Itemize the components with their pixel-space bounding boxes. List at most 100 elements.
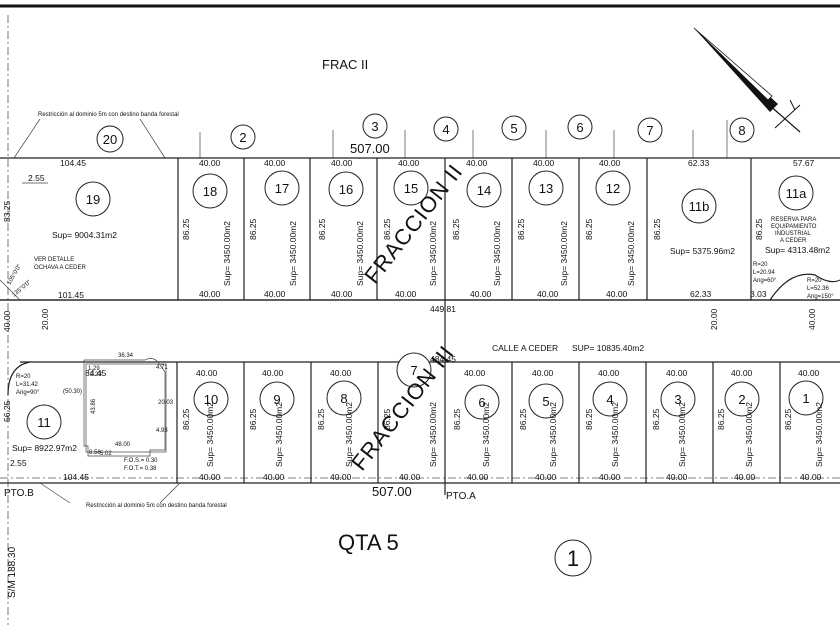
lot-19-number: 19 (86, 192, 100, 207)
svg-text:40.00: 40.00 (199, 289, 221, 299)
svg-text:1: 1 (567, 546, 579, 571)
svg-text:12: 12 (606, 181, 620, 196)
lot-4[interactable]: 40.00 40.00 86.25 4 Sup= 3450.00m2 (584, 362, 647, 483)
svg-text:62.33: 62.33 (690, 289, 712, 299)
svg-text:4: 4 (606, 392, 613, 407)
svg-text:40.00: 40.00 (196, 368, 218, 378)
svg-text:86.25: 86.25 (248, 218, 258, 240)
svg-text:R=20: R=20 (753, 262, 768, 268)
svg-text:5: 5 (542, 394, 549, 409)
lot-1[interactable]: 40.00 40.00 86.25 1 Sup= 3450.00m2 (783, 368, 824, 482)
svg-text:20.00: 20.00 (40, 308, 50, 330)
svg-text:86.25: 86.25 (518, 408, 528, 430)
svg-text:40.00: 40.00 (331, 158, 353, 168)
lot-19[interactable]: 104.45 101.45 2.55 83.25 19 Sup= 9004.31… (0, 158, 179, 301)
svg-text:40.00: 40.00 (398, 158, 420, 168)
svg-text:40.00: 40.00 (395, 289, 417, 299)
svg-text:40.00: 40.00 (734, 472, 756, 482)
svg-text:OCHAVA A CEDER: OCHAVA A CEDER (34, 265, 86, 271)
lot-8[interactable]: 40.00 40.00 86.25 8 Sup= 3450.00m2 (316, 362, 379, 483)
svg-text:L=20.94: L=20.94 (753, 270, 776, 276)
svg-text:86.25: 86.25 (584, 218, 594, 240)
lot-14[interactable]: 40.00 40.00 86.25 14 Sup= 3450.00m2 (451, 158, 513, 300)
svg-text:3: 3 (371, 119, 378, 134)
neighbor-6: 6 (567, 114, 593, 140)
lot-18[interactable]: 40.00 40.00 86.25 18 Sup= 3450.00m2 (181, 158, 245, 300)
lot-11b[interactable]: 62.33 62.33 86.25 11b Sup= 5375.96m2 (652, 158, 752, 300)
svg-text:INDUSTRIAL: INDUSTRIAL (775, 231, 811, 237)
svg-text:F.O.S.= 0.30: F.O.S.= 0.30 (124, 458, 158, 464)
lot-15[interactable]: 40.00 40.00 86.25 15 Sup= 3450.00m2 (382, 158, 446, 300)
lot-11a[interactable]: 57.67 86.25 11a RESERVA PARA EQUIPAMIENT… (750, 158, 840, 301)
svg-text:RESERVA PARA: RESERVA PARA (771, 217, 816, 223)
svg-text:10: 10 (204, 392, 218, 407)
svg-text:EQUIPAMIENTO: EQUIPAMIENTO (771, 224, 817, 230)
svg-text:40.00: 40.00 (467, 472, 489, 482)
lot-3[interactable]: 40.00 40.00 86.25 3 Sup= 3450.00m2 (651, 362, 714, 483)
lot-17[interactable]: 40.00 40.00 86.25 17 Sup= 3450.00m2 (248, 158, 311, 300)
lot-12[interactable]: 40.00 40.00 86.25 12 Sup= 3450.00m2 (584, 158, 648, 300)
lot-19-sup: Sup= 9004.31m2 (52, 230, 117, 240)
neighbor-2: 2 (230, 124, 256, 150)
lot-13[interactable]: 40.00 40.00 86.25 13 Sup= 3450.00m2 (516, 158, 580, 300)
svg-text:1.29: 1.29 (88, 366, 100, 372)
svg-text:A CEDER: A CEDER (780, 238, 807, 244)
lot-9[interactable]: 40.00 40.00 86.25 9 Sup= 3450.00m2 (248, 362, 312, 483)
lot-10[interactable]: 40.00 40.00 86.25 10 Sup= 3450.00m2 (181, 362, 245, 483)
svg-text:40.00: 40.00 (2, 310, 12, 332)
svg-text:40.00: 40.00 (464, 368, 486, 378)
street-label: CALLE A CEDER (492, 343, 558, 353)
neighbor-5: 5 (501, 115, 527, 141)
lot-11[interactable]: 84.45 104.45 2.55 56.25 R=20 L=31.42 Ang… (2, 353, 178, 483)
svg-text:Sup= 3450.00m2: Sup= 3450.00m2 (744, 402, 754, 467)
svg-text:Sup= 3450.00m2: Sup= 3450.00m2 (274, 402, 284, 467)
svg-text:20.03: 20.03 (158, 400, 174, 406)
svg-text:Sup= 3450.00m2: Sup= 3450.00m2 (814, 402, 824, 467)
svg-text:R=20: R=20 (16, 374, 31, 380)
svg-text:VER DETALLE: VER DETALLE (34, 257, 74, 263)
svg-text:20: 20 (103, 132, 117, 147)
lot-6[interactable]: 40.00 40.00 86.25 6 Sup= 3450.00m2 (452, 362, 513, 483)
street-calle-a-ceder[interactable]: 449.81 484.45 CALLE A CEDER SUP= 10835.4… (0, 299, 840, 364)
svg-text:4.71: 4.71 (156, 365, 168, 371)
svg-text:40.00: 40.00 (666, 472, 688, 482)
svg-text:Sup= 3450.00m2: Sup= 3450.00m2 (205, 402, 215, 467)
big-lot-1-marker: 1 (554, 539, 592, 577)
street-sup: SUP= 10835.40m2 (572, 343, 644, 353)
pto-a-label: PTO.A (446, 491, 476, 502)
lot-5[interactable]: 40.00 40.00 86.25 5 Sup= 3450.00m2 (518, 362, 580, 483)
svg-text:20.00: 20.00 (709, 308, 719, 330)
svg-text:40.00: 40.00 (599, 472, 621, 482)
svg-text:Sup= 3450.00m2: Sup= 3450.00m2 (677, 402, 687, 467)
svg-text:62.33: 62.33 (688, 158, 710, 168)
svg-text:Sup= 3450.00m2: Sup= 3450.00m2 (559, 221, 569, 286)
svg-text:40.00: 40.00 (199, 472, 221, 482)
lot-2[interactable]: 40.00 40.00 86.25 2 Sup= 3450.00m2 (716, 362, 781, 483)
lot-16[interactable]: 40.00 40.00 86.25 16 Sup= 3450.00m2 (317, 158, 378, 300)
svg-text:449.81: 449.81 (430, 304, 456, 314)
svg-text:40.00: 40.00 (535, 472, 557, 482)
svg-text:40.00: 40.00 (537, 289, 559, 299)
lot-7[interactable]: 40.00 40.00 86.25 7 Sup= 3450.00m2 (382, 300, 446, 495)
svg-text:L=31.42: L=31.42 (16, 382, 39, 388)
svg-text:Ang=60°: Ang=60° (753, 278, 777, 284)
svg-text:3.03: 3.03 (750, 289, 767, 299)
svg-text:(50.30): (50.30) (63, 389, 82, 395)
neighbor-7: 7 (637, 117, 663, 143)
svg-text:40.00: 40.00 (606, 289, 628, 299)
svg-text:43.86: 43.86 (91, 398, 97, 414)
svg-text:101.45: 101.45 (58, 290, 84, 300)
svg-text:R=20: R=20 (807, 278, 822, 284)
bottom-row-lots: 84.45 104.45 2.55 56.25 R=20 L=31.42 Ang… (0, 300, 840, 495)
svg-text:8: 8 (738, 123, 745, 138)
svg-text:Sup= 3450.00m2: Sup= 3450.00m2 (428, 402, 438, 467)
north-arrow-icon (693, 27, 801, 133)
restriction-bottom-text: Restricción al dominio 5m con destino ba… (86, 503, 227, 509)
svg-text:2: 2 (738, 392, 745, 407)
lot-11-sup: Sup= 8922.97m2 (12, 443, 77, 453)
svg-text:15: 15 (404, 181, 418, 196)
pto-b-label: PTO.B (4, 488, 34, 499)
svg-text:11a: 11a (786, 186, 807, 201)
svg-text:9: 9 (273, 392, 280, 407)
lot-11-building: 36.34 48.00 43.86 (50.30) 1.29 4.93 5.02… (63, 353, 174, 457)
